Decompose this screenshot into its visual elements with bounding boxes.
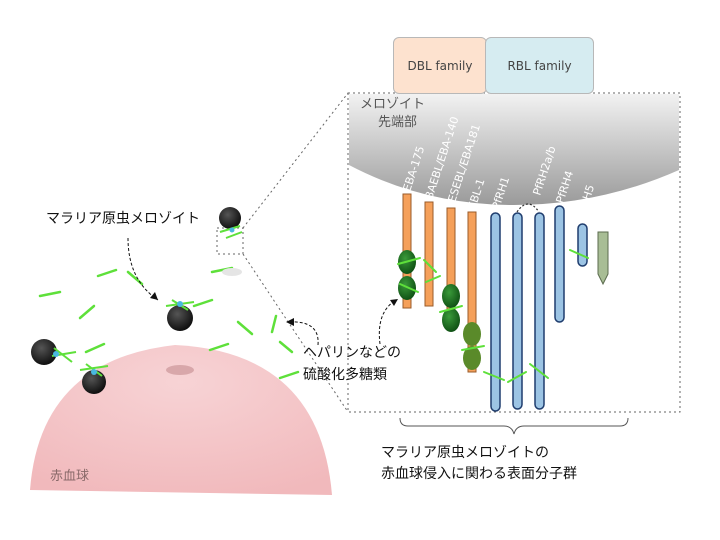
caption-line-2: 赤血球侵入に関わる表面分子群 <box>381 466 577 482</box>
heparin-label-1: ヘパリンなどの <box>303 345 401 361</box>
heparin-arrow <box>287 321 319 346</box>
merozoite-apical-cap <box>349 94 679 205</box>
bracket <box>399 417 629 435</box>
dbl-family-pill: DBL family <box>393 37 487 94</box>
merozoite-tip-label-2: 先端部 <box>378 115 418 130</box>
merozoite-3 <box>31 339 77 365</box>
rbc-label: 赤血球 <box>50 469 90 484</box>
rbl-family-pill: RBL family <box>485 37 594 94</box>
pfrh2-link <box>516 203 540 213</box>
ama1-stalk <box>597 231 609 286</box>
merozoite-arrow <box>127 237 159 301</box>
bound-glycans <box>397 249 589 383</box>
merozoite-tip-label-1: メロゾイト <box>360 97 426 112</box>
merozoite-4 <box>79 363 194 394</box>
heparin-label-2: 硫酸化多糖類 <box>303 367 387 383</box>
merozoite-1 <box>219 207 243 276</box>
caption-line-1: マラリア原虫メロゾイトの <box>381 445 549 461</box>
protein-label-ama1: AMA-1 <box>610 272 645 285</box>
merozoite-2 <box>165 299 195 331</box>
rbl-stalks <box>490 205 588 412</box>
glycan-pointer-arrow <box>378 299 397 345</box>
merozoite-label: マラリア原虫メロゾイト <box>46 211 200 227</box>
